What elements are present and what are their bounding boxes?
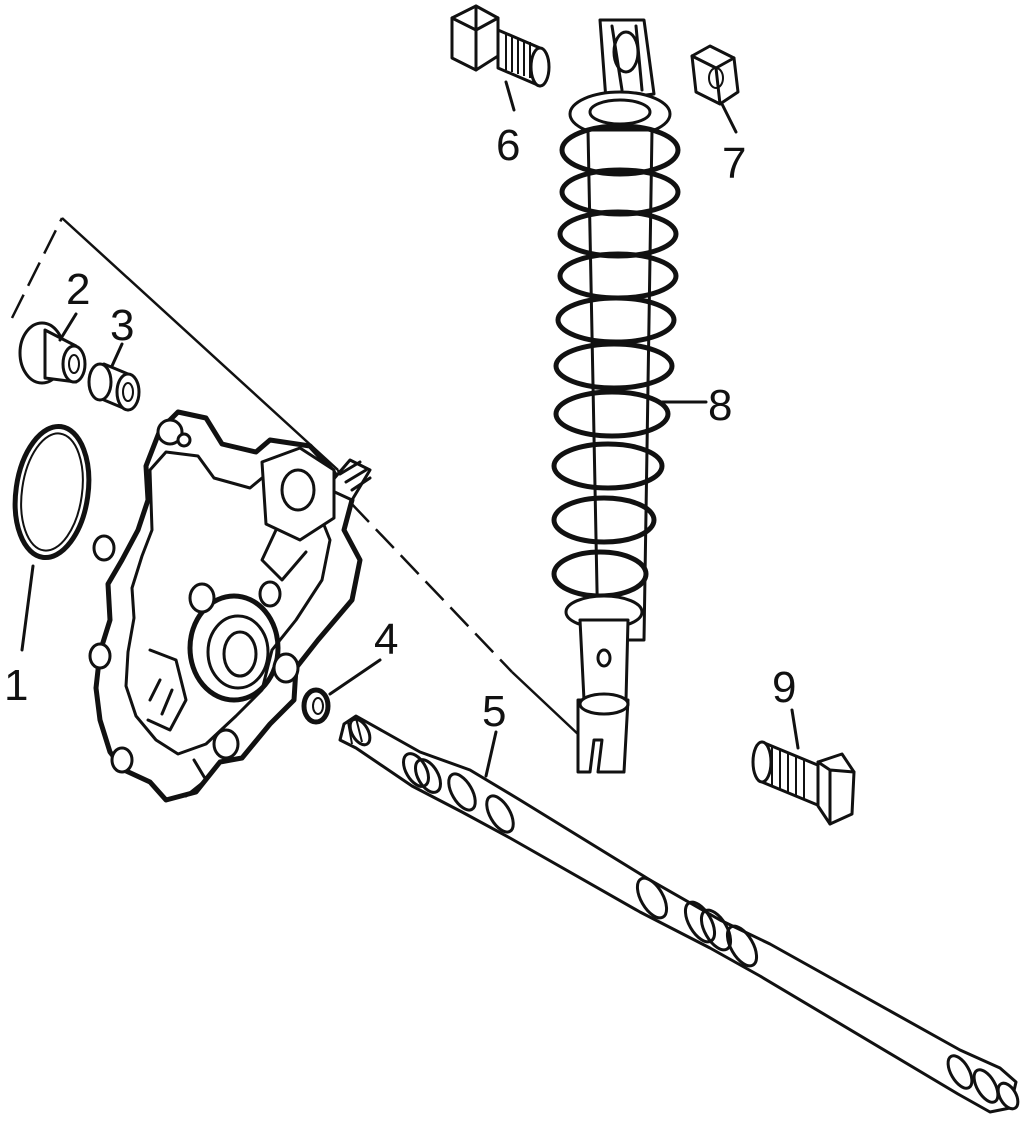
callout-9: 9 <box>772 663 796 712</box>
callout-5: 5 <box>482 687 506 736</box>
callout-2: 2 <box>66 265 90 314</box>
nut-part <box>690 44 740 106</box>
leader-line-5 <box>484 730 498 778</box>
callout-8: 8 <box>708 381 732 430</box>
callout-4: 4 <box>374 615 398 664</box>
o-ring-part <box>12 423 92 561</box>
callout-6: 6 <box>496 121 520 170</box>
washer-part <box>301 687 331 725</box>
callout-1: 1 <box>4 661 28 710</box>
gearbox-housing-part <box>88 409 372 803</box>
leader-line-2 <box>58 312 78 342</box>
leader-line-6 <box>504 80 516 112</box>
leader-line-9 <box>790 708 800 750</box>
leader-line-7 <box>720 102 738 134</box>
upper-bolt-part <box>450 4 551 88</box>
leader-line-1 <box>20 564 35 652</box>
flanged-bushing-part <box>18 321 87 385</box>
shock-absorber-part <box>551 18 681 774</box>
sleeve-part <box>87 362 141 412</box>
callout-7: 7 <box>722 139 746 188</box>
drive-shaft-part <box>338 714 1020 1114</box>
leader-line-4 <box>328 658 382 696</box>
callout-3: 3 <box>110 301 134 350</box>
leader-line-3 <box>110 342 124 368</box>
coil-spring <box>551 123 681 599</box>
lower-bolt-part <box>751 740 856 826</box>
